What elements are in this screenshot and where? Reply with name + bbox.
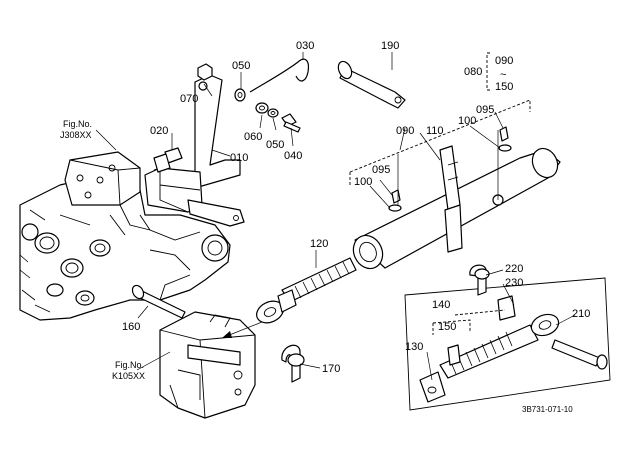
part-label-140: 140 [432,299,450,311]
part-label-100-lower: 100 [354,176,372,188]
part-label-040: 040 [284,150,302,162]
part-label-070: 070 [180,93,198,105]
part-label-120: 120 [310,238,328,250]
part-label-150-range-end: 150 [495,81,513,93]
part-label-130: 130 [405,341,423,353]
figure-reference-k105[interactable]: Fig.No. K105XX [112,360,145,381]
leader-lines [95,52,576,381]
group-line-140 [454,309,506,316]
part-label-170: 170 [322,363,340,375]
part-label-020: 020 [150,125,168,137]
part-label-150: 150 [438,321,456,333]
transmission-housing [19,151,231,321]
part-label-210: 210 [572,308,590,320]
bushing-230 [497,295,516,321]
pin-160 [131,284,186,319]
grease-fittings [388,126,512,212]
hitch-bracket [159,311,256,419]
assembly-frame [404,277,611,411]
pin-150 [447,344,461,366]
part-label-190: 190 [381,40,399,52]
part-label-230: 230 [505,277,523,289]
group-bracket-080 [486,52,490,91]
fig-ref-code: K105XX [112,371,145,381]
lift-arm-bracket [144,63,245,227]
part-label-010: 010 [230,152,248,164]
part-label-095: 095 [476,104,494,116]
fasteners-040-060 [234,88,301,133]
clip-220 [469,264,490,296]
clip-170 [281,344,305,383]
part-label-220: 220 [505,263,523,275]
group-bracket-090 [349,99,531,186]
part-label-110: 110 [426,125,444,137]
pin-190 [337,60,406,109]
part-label-090: 090 [396,125,414,137]
part-label-050: 050 [232,60,250,72]
cross-shaft-tube [352,145,561,270]
top-link-assembly-210 [419,313,608,403]
part-label-090-range-start: 090 [495,55,513,67]
top-link-120 [256,257,357,324]
fig-ref-code: J308XX [60,130,92,140]
fig-ref-label: Fig.No. [63,119,92,129]
bolt-020 [153,147,183,173]
group-bracket-140 [432,319,471,335]
part-labels: 030 190 050 070 080 090 ~ 150 095 100 11… [122,40,590,375]
part-label-050-lower: 050 [266,139,284,151]
rod-030 [249,58,310,93]
fig-ref-label: Fig.No. [115,360,144,370]
part-label-030: 030 [296,40,314,52]
figure-reference-j308[interactable]: Fig.No. J308XX [60,119,92,140]
part-label-095-lower: 095 [372,164,390,176]
part-label-100: 100 [458,115,476,127]
arrow-head [222,331,232,338]
part-label-080: 080 [464,66,482,78]
part-label-160: 160 [122,321,140,333]
drawing-code: 3B731-071-10 [522,405,573,414]
range-mark: ~ [500,69,506,81]
part-label-060: 060 [244,131,262,143]
